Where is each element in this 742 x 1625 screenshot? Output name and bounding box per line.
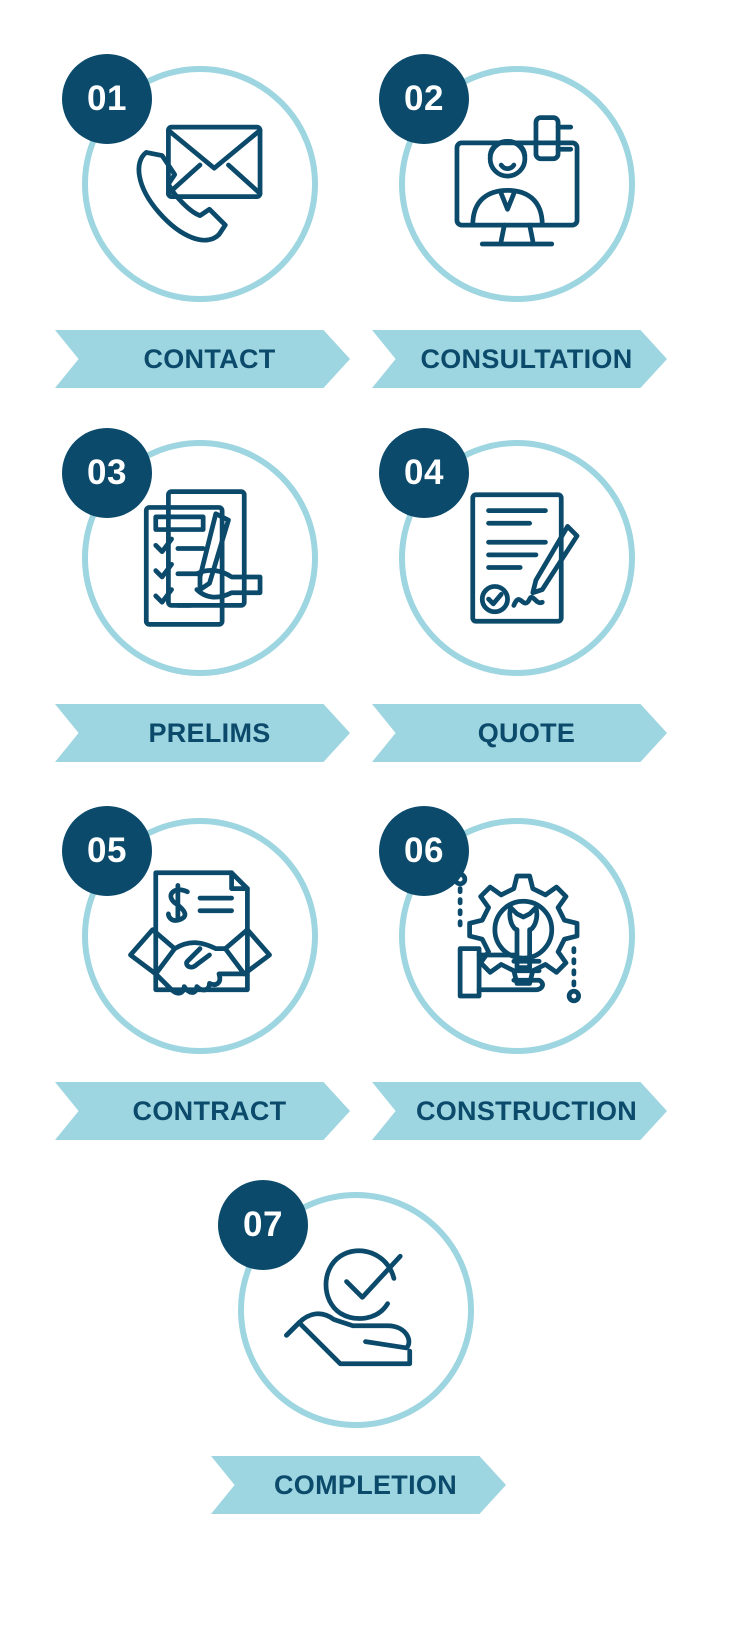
hand-checkmark-icon bbox=[277, 1231, 435, 1389]
step-label-banner: CONSULTATION bbox=[372, 330, 667, 388]
step-label-banner: QUOTE bbox=[372, 704, 667, 762]
step-number: 02 bbox=[404, 79, 444, 118]
step-prelims: 03 PRELIMS bbox=[55, 428, 355, 768]
contract-handshake-icon bbox=[121, 857, 279, 1015]
step-number-badge: 02 bbox=[379, 54, 469, 144]
gear-wrench-icon bbox=[438, 857, 596, 1015]
step-label: CONSTRUCTION bbox=[415, 1095, 638, 1126]
step-completion: 07 COMPLETION bbox=[211, 1180, 511, 1520]
step-number-badge: 03 bbox=[62, 428, 152, 518]
step-label-banner: CONTRACT bbox=[55, 1082, 350, 1140]
step-label: COMPLETION bbox=[274, 1469, 457, 1500]
step-label-banner: CONTACT bbox=[55, 330, 350, 388]
step-label: QUOTE bbox=[477, 717, 576, 748]
signed-document-icon bbox=[438, 479, 596, 637]
step-contract: 05 CONTRACT bbox=[55, 806, 355, 1146]
step-number: 06 bbox=[404, 831, 444, 870]
step-number-badge: 06 bbox=[379, 806, 469, 896]
step-construction: 06 CONSTRUCTION bbox=[372, 806, 672, 1146]
step-label-banner: COMPLETION bbox=[211, 1456, 506, 1514]
step-label-banner: PRELIMS bbox=[55, 704, 350, 762]
step-number-badge: 01 bbox=[62, 54, 152, 144]
step-number: 01 bbox=[87, 79, 127, 118]
step-number-badge: 07 bbox=[218, 1180, 308, 1270]
step-contact: 01 CONTACT bbox=[55, 54, 355, 394]
step-quote: 04 QUOTE bbox=[372, 428, 672, 768]
step-number: 03 bbox=[87, 453, 127, 492]
step-number: 07 bbox=[243, 1205, 283, 1244]
step-number: 04 bbox=[404, 453, 444, 492]
step-label-banner: CONSTRUCTION bbox=[372, 1082, 667, 1140]
step-label: PRELIMS bbox=[148, 717, 271, 748]
step-number-badge: 04 bbox=[379, 428, 469, 518]
step-label: CONTRACT bbox=[132, 1095, 287, 1126]
step-number: 05 bbox=[87, 831, 127, 870]
step-ring bbox=[399, 440, 635, 676]
step-label: CONSULTATION bbox=[420, 343, 633, 374]
step-number-badge: 05 bbox=[62, 806, 152, 896]
step-label: CONTACT bbox=[143, 343, 276, 374]
checklist-signing-icon bbox=[121, 479, 279, 637]
video-consultant-icon bbox=[438, 105, 596, 263]
envelope-phone-icon bbox=[121, 105, 279, 263]
step-consultation: 02 CONSULTATION bbox=[372, 54, 672, 394]
